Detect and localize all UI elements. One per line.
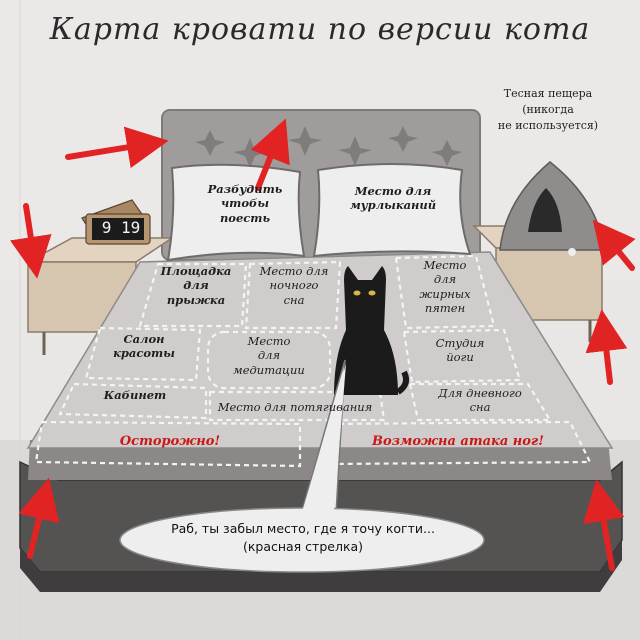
zone-jump: Площадка для прыжка [160,264,232,307]
zone-office: Кабинет [103,388,167,402]
warning-foot-attack: Возможна атака ног! [372,434,544,449]
speech-bubble-shape [119,359,485,573]
zone-salon: Салон красоты [113,332,175,361]
cave-note: Тесная пещера (никогда не используется) [497,87,599,132]
pillows [166,163,472,262]
pillow-left-label: Разбудить чтобы поесть [207,182,283,225]
alarm-clock [81,199,151,245]
page-title: Карта кровати по версии кота [49,12,591,47]
zone-wash: Место для потягивания [217,400,373,414]
cat-cave [499,161,605,256]
zone-meditation: Место для медитации [233,334,305,377]
zone-daynap: Для дневного сна [438,386,522,415]
zone-stains: Место для жирных пятен [419,258,471,316]
speech-bubble-text: Раб, ты забыл место, где я точу когти...… [171,521,435,555]
black-cat [334,266,409,395]
clock-time: 9 19 [101,218,141,237]
zone-night: Место для ночного сна [259,264,329,307]
pillow-right-label: Место для мурлыканий [349,184,437,213]
zone-yoga: Студия йоги [435,336,485,365]
warning-careful: Осторожно! [119,434,221,449]
red-arrows [10,118,636,571]
